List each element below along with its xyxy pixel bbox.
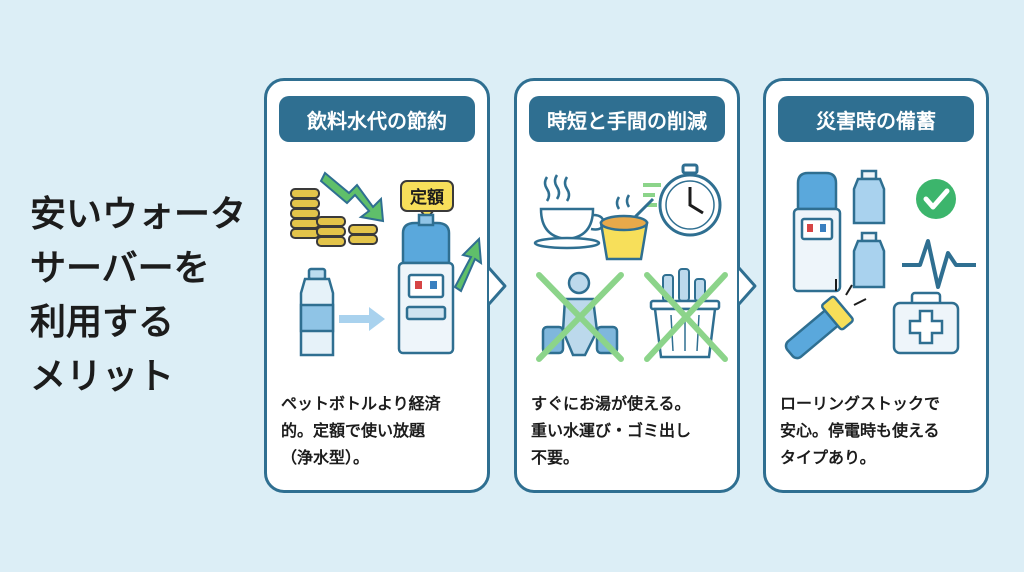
coins-icon: [290, 188, 378, 247]
water-server-icon: [792, 171, 842, 293]
card-header: 時短と手間の削減: [529, 96, 725, 142]
stopwatch-icon: [643, 163, 722, 237]
pulse-icon: [902, 239, 976, 289]
card-saving-illustration: 定額: [290, 171, 483, 357]
water-server-icon: [397, 213, 455, 355]
price-badge: 定額: [400, 180, 454, 221]
card-text-line: タイプあり。: [780, 448, 876, 467]
up-arrow-icon: [453, 236, 483, 293]
trash-bin-crossed-icon: [644, 268, 728, 362]
card-text-line: （浄水型）。: [281, 448, 370, 467]
card-text-line: すぐにお湯が使える。: [531, 394, 691, 413]
card-header: 災害時の備蓄: [778, 96, 974, 142]
card-description: ペットボトルより経済 的。定額で使い放題 （浄水型）。: [281, 390, 481, 471]
down-arrow-icon: [319, 171, 385, 223]
title-line: 利用する: [30, 302, 175, 343]
card-text-line: ローリングストックで: [780, 394, 941, 413]
cup-noodle-icon: [599, 194, 655, 261]
title-line: 安いウォータ: [30, 194, 247, 235]
card-disaster-prep: 災害時の備蓄: [763, 78, 989, 493]
card-text-line: 重い水運び・ゴミ出し: [531, 421, 692, 440]
title-line: メリット: [30, 356, 175, 397]
card-header: 飲料水代の節約: [279, 96, 475, 142]
first-aid-kit-icon: [892, 291, 960, 355]
title-line: サーバーを: [30, 248, 210, 289]
card-description: ローリングストックで 安心。停電時も使える タイプあり。: [780, 390, 980, 471]
check-icon: [916, 179, 956, 219]
card-disaster-prep-illustration: [784, 169, 976, 360]
card-time-saving: 時短と手間の削減: [514, 78, 740, 493]
badge-text: 定額: [410, 187, 444, 208]
card-saving: 飲料水代の節約 定額: [264, 78, 490, 493]
transition-arrow: [339, 307, 385, 331]
card-description: すぐにお湯が使える。 重い水運び・ゴミ出し 不要。: [531, 390, 731, 471]
water-bottle-icon: [299, 267, 335, 357]
flow-arrow: [737, 267, 757, 305]
card-time-saving-illustration: [533, 163, 728, 362]
flow-arrow: [487, 267, 507, 305]
heavy-carry-crossed-icon: [536, 271, 624, 362]
coffee-cup-icon: [533, 174, 605, 250]
page-title: 安いウォータ サーバーを 利用する メリット: [30, 188, 260, 404]
card-text-line: 安心。停電時も使える: [780, 421, 940, 440]
card-text-line: 的。定額で使い放題: [281, 421, 426, 440]
card-text-line: ペットボトルより経済: [281, 394, 441, 413]
water-jug-icon: [852, 169, 886, 289]
flashlight-icon: [784, 279, 867, 360]
card-text-line: 不要。: [531, 448, 580, 467]
